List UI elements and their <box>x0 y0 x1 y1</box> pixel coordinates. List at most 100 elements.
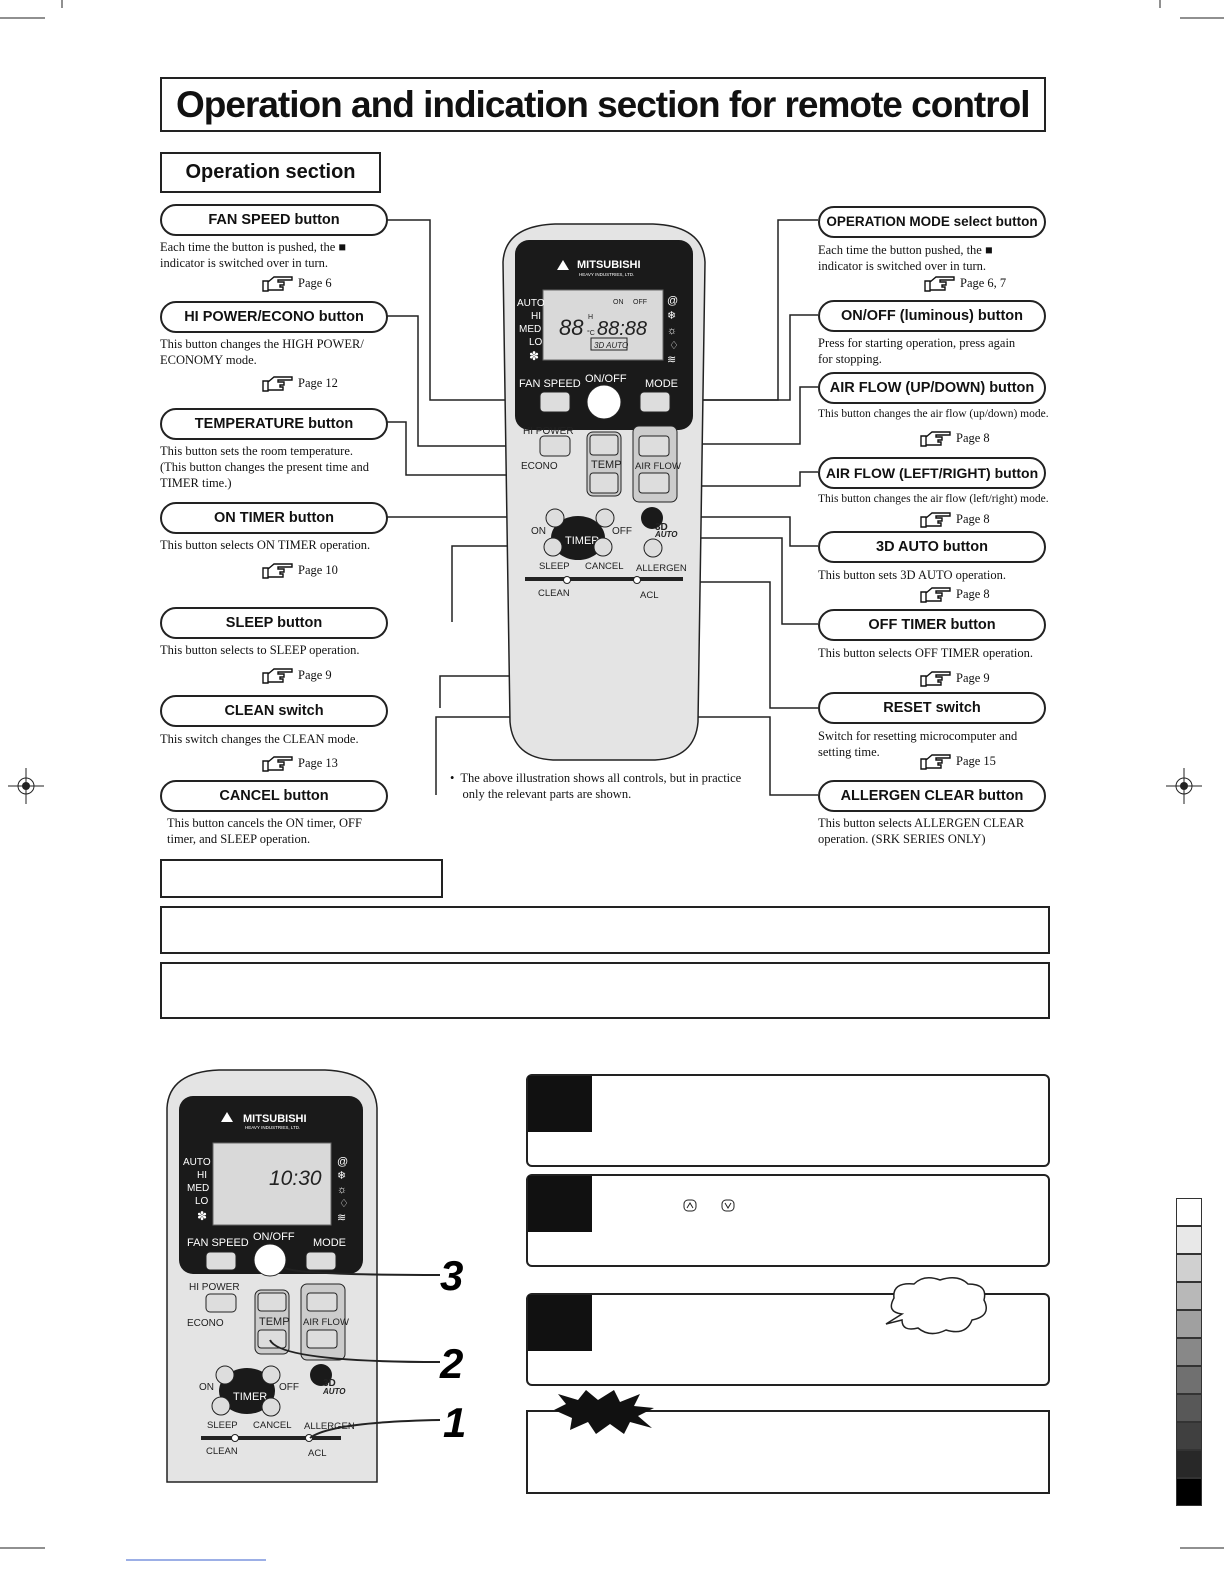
grayscale-calibration-strip <box>1176 1198 1202 1506</box>
speech-bubble-icon <box>885 1277 987 1335</box>
on-timer-page-ref: Page 10 <box>262 559 338 581</box>
temp-down-button <box>257 1329 287 1349</box>
indication-section-box <box>160 859 443 898</box>
page-link[interactable]: Page 6, 7 <box>960 276 1007 290</box>
page-link[interactable]: Page 8 <box>956 587 990 601</box>
auto-text: AUTO <box>322 1387 346 1396</box>
sleep-desc: This button selects to SLEEP operation. <box>160 643 360 657</box>
page-link[interactable]: Page 13 <box>298 756 338 770</box>
page-link[interactable]: Page 8 <box>956 431 990 445</box>
fan-lo-label: LO <box>195 1196 209 1207</box>
mode-text: MODE <box>645 378 678 390</box>
temp-arrow-icons <box>683 1199 735 1212</box>
cancel-text: CANCEL <box>585 561 624 572</box>
cancel-desc: This button cancels the ON timer, OFF ti… <box>167 816 362 846</box>
econo-text: ECONO <box>521 461 558 472</box>
fan-hi-label: HI <box>531 311 541 322</box>
temperature-label: TEMPERATURE button <box>160 408 388 440</box>
page-link[interactable]: Page 6 <box>298 276 332 290</box>
pointing-hand-icon <box>924 276 955 292</box>
air-flow-left-right-page-ref: Page 8 <box>920 508 990 530</box>
mode-button <box>305 1251 337 1271</box>
page-link[interactable]: Page 15 <box>956 754 996 768</box>
pointing-hand-icon <box>920 512 951 528</box>
page-title: Operation and indication section for rem… <box>160 77 1046 132</box>
econo-text: ECONO <box>187 1318 224 1329</box>
page-link[interactable]: Page 9 <box>298 668 332 682</box>
sleep-button <box>211 1396 231 1416</box>
3d-auto-desc: This button sets 3D AUTO operation. <box>818 568 1006 582</box>
air-flow-left-right-button <box>638 472 670 494</box>
mitsubishi-logo-icon <box>221 1112 233 1122</box>
operation-mode-label: OPERATION MODE select button <box>818 206 1046 238</box>
section-title: Operation section <box>160 152 381 193</box>
step-box-2 <box>526 1174 1050 1267</box>
celsius-mark: °C <box>587 329 595 337</box>
clean-text: CLEAN <box>206 1446 238 1457</box>
air-flow-up-down-page-ref: Page 8 <box>920 427 990 449</box>
mitsubishi-logo-icon <box>557 260 569 270</box>
reset-switch <box>633 576 641 584</box>
allergen-clear-label: ALLERGEN CLEAR button <box>818 780 1046 812</box>
fan-mode-icon: ≋ <box>667 354 676 366</box>
page-link[interactable]: Page 10 <box>298 563 338 577</box>
fan-speed-button <box>539 391 571 413</box>
page-link[interactable]: Page 8 <box>956 512 990 526</box>
fan-icon: ✽ <box>197 1209 207 1223</box>
remote-brand: MITSUBISHI <box>243 1113 307 1125</box>
air-flow-text: AIR FLOW <box>303 1317 349 1328</box>
info-box-2 <box>160 962 1050 1019</box>
mode-text: MODE <box>313 1237 346 1249</box>
on-off-desc: Press for starting operation, press agai… <box>818 336 1016 366</box>
sleep-page-ref: Page 9 <box>262 664 332 686</box>
dry-mode-icon: ♢ <box>339 1198 349 1210</box>
hi-power-button <box>205 1293 237 1313</box>
remote-brand-sub: HEAVY INDUSTRIES, LTD. <box>245 1125 300 1130</box>
clean-desc: This switch changes the CLEAN mode. <box>160 732 359 746</box>
lcd-off-label: OFF <box>633 299 647 306</box>
on-timer-text: ON <box>531 526 546 537</box>
on-timer-label: ON TIMER button <box>160 502 388 534</box>
dry-mode-icon: ♢ <box>669 340 679 352</box>
pointing-hand-icon <box>920 754 951 770</box>
hi-power-econo-label: HI POWER/ECONO button <box>160 301 388 333</box>
3d-auto-button <box>641 507 663 529</box>
page-link[interactable]: Page 12 <box>298 376 338 390</box>
heat-mode-icon: ☼ <box>337 1184 347 1196</box>
pointing-hand-icon <box>262 563 293 579</box>
fan-speed-desc: Each time the button is pushed, the ■ in… <box>160 240 346 270</box>
air-flow-left-right-button <box>306 1329 338 1349</box>
time-display: 88:88 <box>597 318 647 340</box>
note-box <box>526 1410 1050 1494</box>
temp-down-button <box>589 472 619 494</box>
fan-med-label: MED <box>187 1183 209 1194</box>
page-link[interactable]: Page 9 <box>956 671 990 685</box>
fan-lo-label: LO <box>529 337 543 348</box>
step-2-number: 2 <box>439 1340 463 1387</box>
off-timer-button <box>595 508 615 528</box>
cancel-button <box>261 1397 281 1417</box>
off-timer-label: OFF TIMER button <box>818 609 1046 641</box>
reset-label: RESET switch <box>818 692 1046 724</box>
fan-icon: ✽ <box>529 349 539 363</box>
pointing-hand-icon <box>262 756 293 772</box>
step-1-number: 1 <box>443 1399 466 1446</box>
acl-text: ACL <box>640 590 658 601</box>
pointing-hand-icon <box>262 376 293 392</box>
fan-speed-label: FAN SPEED button <box>160 204 388 236</box>
auto-mode-icon: @ <box>337 1156 348 1168</box>
cancel-text: CANCEL <box>253 1420 292 1431</box>
temp-up-button <box>589 434 619 456</box>
allergen-button <box>643 538 663 558</box>
hi-power-econo-desc: This button changes the HIGH POWER/ ECON… <box>160 337 364 367</box>
3d-text: 3D <box>655 522 668 533</box>
step-box-1 <box>526 1074 1050 1167</box>
step-box-3 <box>526 1293 1050 1386</box>
fan-speed-text: FAN SPEED <box>187 1237 249 1249</box>
sleep-button <box>543 537 563 557</box>
fan-auto-label: AUTO <box>183 1157 211 1168</box>
illustration-note: • The above illustration shows all contr… <box>450 771 742 801</box>
fan-speed-text: FAN SPEED <box>519 378 581 390</box>
sleep-text: SLEEP <box>539 561 570 572</box>
